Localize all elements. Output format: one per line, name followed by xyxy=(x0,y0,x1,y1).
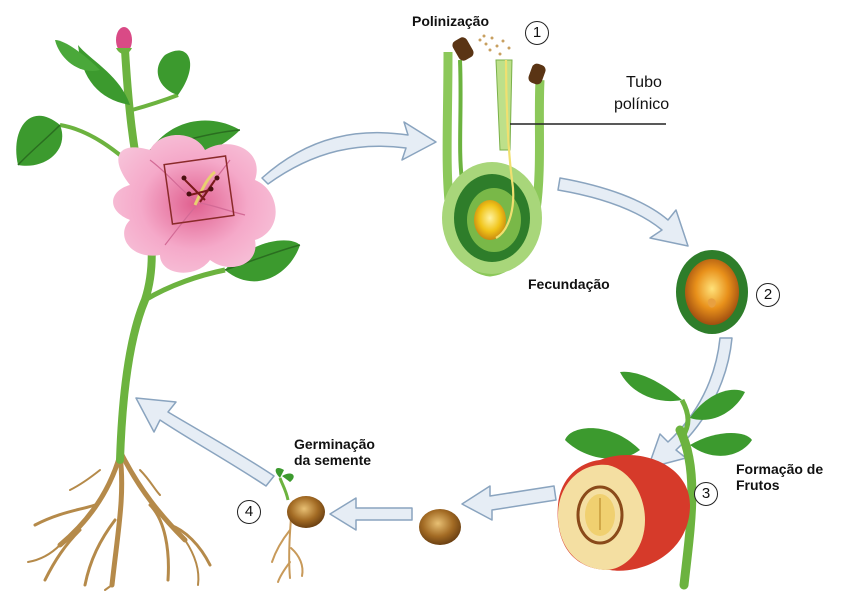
leaf xyxy=(16,116,62,166)
arrow-to-germination xyxy=(330,498,412,530)
label-germination-line2: da semente xyxy=(294,453,375,469)
pink-flower xyxy=(113,135,276,273)
label-germination-line1: Germinação xyxy=(294,437,375,453)
step-number-1: 1 xyxy=(525,21,549,45)
pistil-cross-section xyxy=(442,35,666,275)
label-pollen-tube-line1: Tubo xyxy=(614,74,669,92)
label-germination: Germinação da semente xyxy=(294,437,375,468)
label-fruit-formation-line2: Frutos xyxy=(736,478,823,494)
label-pollen-tube-line2: polínico xyxy=(614,96,669,114)
germinating-seed xyxy=(272,468,325,582)
leaf xyxy=(690,433,752,456)
label-fruit-formation: Formação de Frutos xyxy=(736,462,823,493)
arrow-to-pollination xyxy=(262,122,436,184)
leaf xyxy=(158,51,190,95)
arrow-to-fertilization xyxy=(558,178,688,246)
step-number-2: 2 xyxy=(756,283,780,307)
label-fertilization: Fecundação xyxy=(528,277,610,293)
leaf xyxy=(55,40,100,71)
fertilized-ovule xyxy=(676,250,748,334)
step-number-4: 4 xyxy=(237,500,261,524)
plant-roots xyxy=(28,455,210,590)
leaf xyxy=(620,372,682,401)
leaf xyxy=(565,428,640,459)
seed xyxy=(419,509,461,545)
arrow-to-seed xyxy=(462,486,556,520)
style xyxy=(496,60,512,150)
label-fruit-formation-line1: Formação de xyxy=(736,462,823,478)
arrow-to-plant xyxy=(136,398,274,486)
fruit xyxy=(558,372,752,585)
step-number-3: 3 xyxy=(694,482,718,506)
label-pollination: Polinização xyxy=(412,14,489,30)
label-pollen-tube: Tubo polínico xyxy=(614,74,669,114)
